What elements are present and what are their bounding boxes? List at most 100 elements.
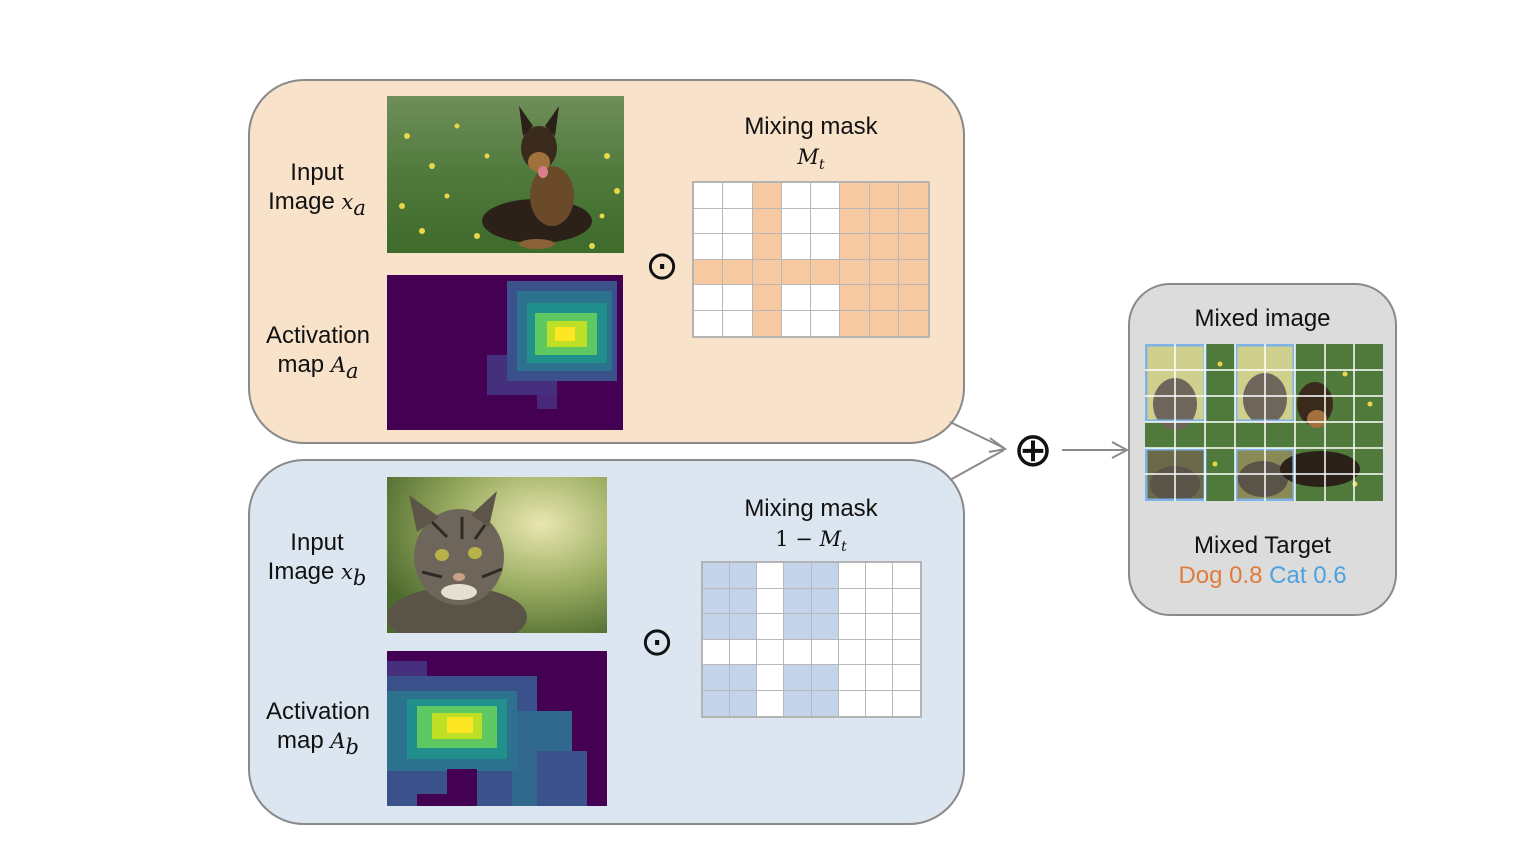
mask-b-cell [892,563,920,589]
activation-map-a-label: Activation map Aa [265,322,371,383]
mask-b-cell [703,665,731,691]
arrow-a-to-sum [949,421,1005,449]
arrowhead-mixed [1111,441,1130,459]
mask-a-cell [752,183,782,209]
mask-b-cell [838,639,866,665]
mask-a-cell [781,285,811,311]
mask-b-cell [892,589,920,614]
mixed-image-title: Mixed image [1194,305,1331,332]
mask-b-cell [838,588,866,614]
mask-a-cell [869,310,899,336]
sum-operator-icon: ⊕ [1012,422,1054,478]
mask-b-cell [703,690,731,716]
mask-a-cell [694,183,724,209]
mask-a-cell [898,234,928,260]
activation-map-b [387,651,607,806]
mask-a-cell [782,310,811,336]
mask-b-cell [730,639,758,665]
mask-a-cell [752,234,782,260]
mask-a-cell [694,208,724,234]
mask-b-cell [757,563,785,589]
mask-b-cell [757,665,785,691]
mask-b-cell [784,665,812,691]
mask-a-cell [869,259,899,285]
mask-a-cell [840,310,870,336]
mask-a-cell [723,310,753,336]
mask-b-cell [865,563,893,589]
mask-b-cell [730,690,758,716]
mask-a-cell [869,208,899,234]
mask-a-cell [723,183,753,209]
dog-target-label: Dog 0.8 [1178,562,1263,589]
mask-b-cell [784,690,812,716]
input-image-a-label: Input Image xa [268,159,366,220]
mask-a-cell [898,259,928,285]
mask-b-cell [730,588,758,614]
cat-target-label: Cat 0.6 [1269,562,1347,589]
input-image-b-label: Input Image xb [267,529,367,590]
mixing-mask-b-title: Mixing mask 1 − Mt [744,495,878,556]
mask-b-cell [838,563,866,589]
mask-a-cell [840,285,870,311]
elementwise-product-b-icon: ⊙ [640,619,674,665]
mask-a-cell [694,285,724,311]
mask-a-cell [781,259,811,285]
mask-b-cell [811,563,839,589]
mask-a-cell [840,208,870,234]
mask-a-cell [752,310,782,336]
mask-a-cell [869,285,899,311]
mask-b-cell [757,690,785,716]
mask-a-cell [752,285,782,311]
mixing-mask-a-grid [692,181,930,338]
elementwise-product-a-icon: ⊙ [645,243,679,289]
mixing-mask-b-grid [701,561,922,718]
mask-a-cell [781,183,811,209]
mixing-mask-a-title: Mixing mask Mt [744,113,878,174]
mixed-target-labels: Dog 0.8 Cat 0.6 [1128,561,1397,591]
mask-b-cell [703,639,731,665]
mask-b-cell [892,614,920,640]
mask-a-cell [723,208,753,234]
mask-a-cell [840,183,870,209]
mask-a-cell [781,234,811,260]
mask-b-cell [730,563,758,589]
mask-a-cell [694,310,724,336]
mask-b-cell [757,588,785,614]
mask-a-cell [781,208,811,234]
mask-b-cell [703,563,731,589]
mask-b-cell [838,665,866,691]
mask-a-cell [811,183,841,209]
mask-a-cell [723,259,753,285]
mask-a-cell [811,259,841,285]
mask-b-cell [757,614,785,640]
mask-b-cell [811,614,839,640]
mask-b-cell [784,588,812,614]
mask-a-cell [869,234,899,260]
mask-b-cell [865,588,893,614]
mask-b-cell [811,690,839,716]
mask-b-cell [730,665,758,691]
mask-a-cell [898,208,928,234]
mask-a-cell [723,234,753,260]
mask-a-cell [811,234,841,260]
mixed-image [1145,344,1383,501]
dog-input-image [387,96,624,253]
mask-a-cell [840,259,870,285]
mask-a-cell [723,285,753,311]
mask-b-cell [784,614,812,640]
mask-b-cell [730,614,758,640]
mask-a-cell [811,285,841,311]
activation-map-a [387,275,623,430]
mask-b-cell [811,639,839,665]
mask-b-cell [703,588,731,614]
mask-b-cell [811,665,839,691]
mask-a-cell [694,259,724,285]
mask-b-cell [892,665,920,691]
mask-b-cell [838,614,866,640]
cat-input-image [387,477,607,633]
mask-b-cell [865,614,893,640]
mask-a-cell [840,234,870,260]
mask-a-cell [811,208,841,234]
mask-b-cell [784,639,812,665]
